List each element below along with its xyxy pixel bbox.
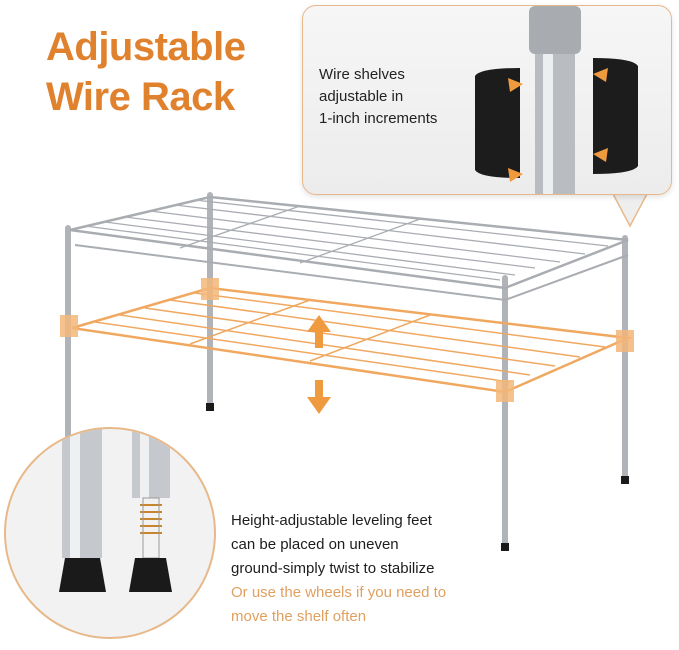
wheels-line-2: move the shelf often xyxy=(231,608,367,625)
callout-pointer xyxy=(610,191,650,228)
callout-line-3: 1-inch increments xyxy=(319,110,438,127)
headline-line-1: Adjustable xyxy=(46,25,246,69)
wheels-line-1: Or use the wheels if you need to xyxy=(231,584,447,601)
leveling-feet-detail-circle xyxy=(4,427,216,639)
callout-line-1: Wire shelves xyxy=(319,66,405,83)
shelf-clip-callout: Wire shelves adjustable in 1-inch increm… xyxy=(302,5,672,195)
callout-text: Wire shelves adjustable in 1-inch increm… xyxy=(319,64,437,130)
shelf-clips xyxy=(60,278,634,402)
headline-line-2: Wire Rack xyxy=(46,75,235,119)
feet-line-1: Height-adjustable leveling feet xyxy=(231,512,432,529)
top-shelf xyxy=(69,195,629,302)
leveling-feet-description: Height-adjustable leveling feet can be p… xyxy=(231,509,446,629)
shelf-clip-detail-image xyxy=(475,6,638,194)
feet-line-2: can be placed on uneven xyxy=(231,536,399,553)
down-arrow-icon xyxy=(307,380,331,414)
up-arrow-icon xyxy=(307,315,331,348)
feet-line-3: ground-simply twist to stabilize xyxy=(231,560,435,577)
lower-shelf-highlighted xyxy=(71,286,633,394)
arrow-icons xyxy=(508,68,608,182)
leg-feet xyxy=(206,403,629,551)
headline: Adjustable Wire Rack xyxy=(46,22,246,122)
callout-line-2: adjustable in xyxy=(319,88,404,105)
